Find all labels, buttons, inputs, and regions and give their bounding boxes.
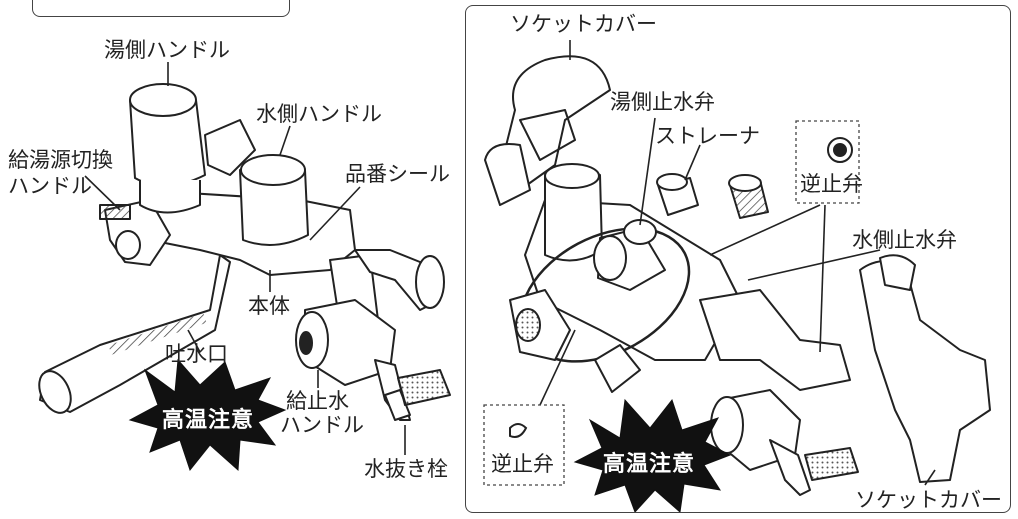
left-faucet-assembly bbox=[38, 83, 451, 421]
label-socket-cover-top: ソケットカバー bbox=[510, 12, 657, 36]
label-supply-handle-2: ハンドル bbox=[280, 413, 364, 437]
label-hot-handle: 湯側ハンドル bbox=[104, 38, 230, 62]
check-valve-box-top bbox=[795, 120, 860, 204]
label-switch-handle-2: ハンドル bbox=[8, 174, 92, 198]
left-leader-lines bbox=[84, 62, 406, 455]
label-strainer: ストレーナ bbox=[655, 124, 760, 148]
label-switch-handle-1: 給湯源切換 bbox=[8, 148, 113, 172]
check-valve-box-bottom bbox=[483, 404, 565, 486]
drain-plug bbox=[384, 389, 411, 421]
label-model-seal: 品番シール bbox=[345, 162, 450, 186]
socket-cover-bottom bbox=[859, 260, 991, 483]
label-check-valve-bottom: 逆止弁 bbox=[491, 452, 554, 476]
exploded-view-panel bbox=[465, 5, 1011, 513]
label-supply-handle-1: 給止水 bbox=[286, 389, 349, 413]
label-drain-plug: 水抜き栓 bbox=[364, 457, 448, 481]
top-tab-frame bbox=[32, 0, 290, 17]
right-exploded-assembly bbox=[484, 55, 991, 496]
label-body: 本体 bbox=[248, 294, 290, 318]
label-cold-stop-valve: 水側止水弁 bbox=[852, 228, 957, 252]
label-check-valve-top: 逆止弁 bbox=[800, 172, 863, 196]
right-leader-lines bbox=[539, 40, 936, 486]
warning-text-right: 高温注意 bbox=[603, 452, 696, 477]
label-spout: 吐水口 bbox=[165, 342, 228, 366]
label-hot-stop-valve: 湯側止水弁 bbox=[610, 90, 715, 114]
warning-text-left: 高温注意 bbox=[162, 408, 255, 433]
warning-burst-left bbox=[128, 358, 287, 472]
label-socket-cover-bottom: ソケットカバー bbox=[855, 488, 1002, 512]
label-cold-handle: 水側ハンドル bbox=[256, 102, 382, 126]
warning-burst-right bbox=[573, 398, 732, 513]
